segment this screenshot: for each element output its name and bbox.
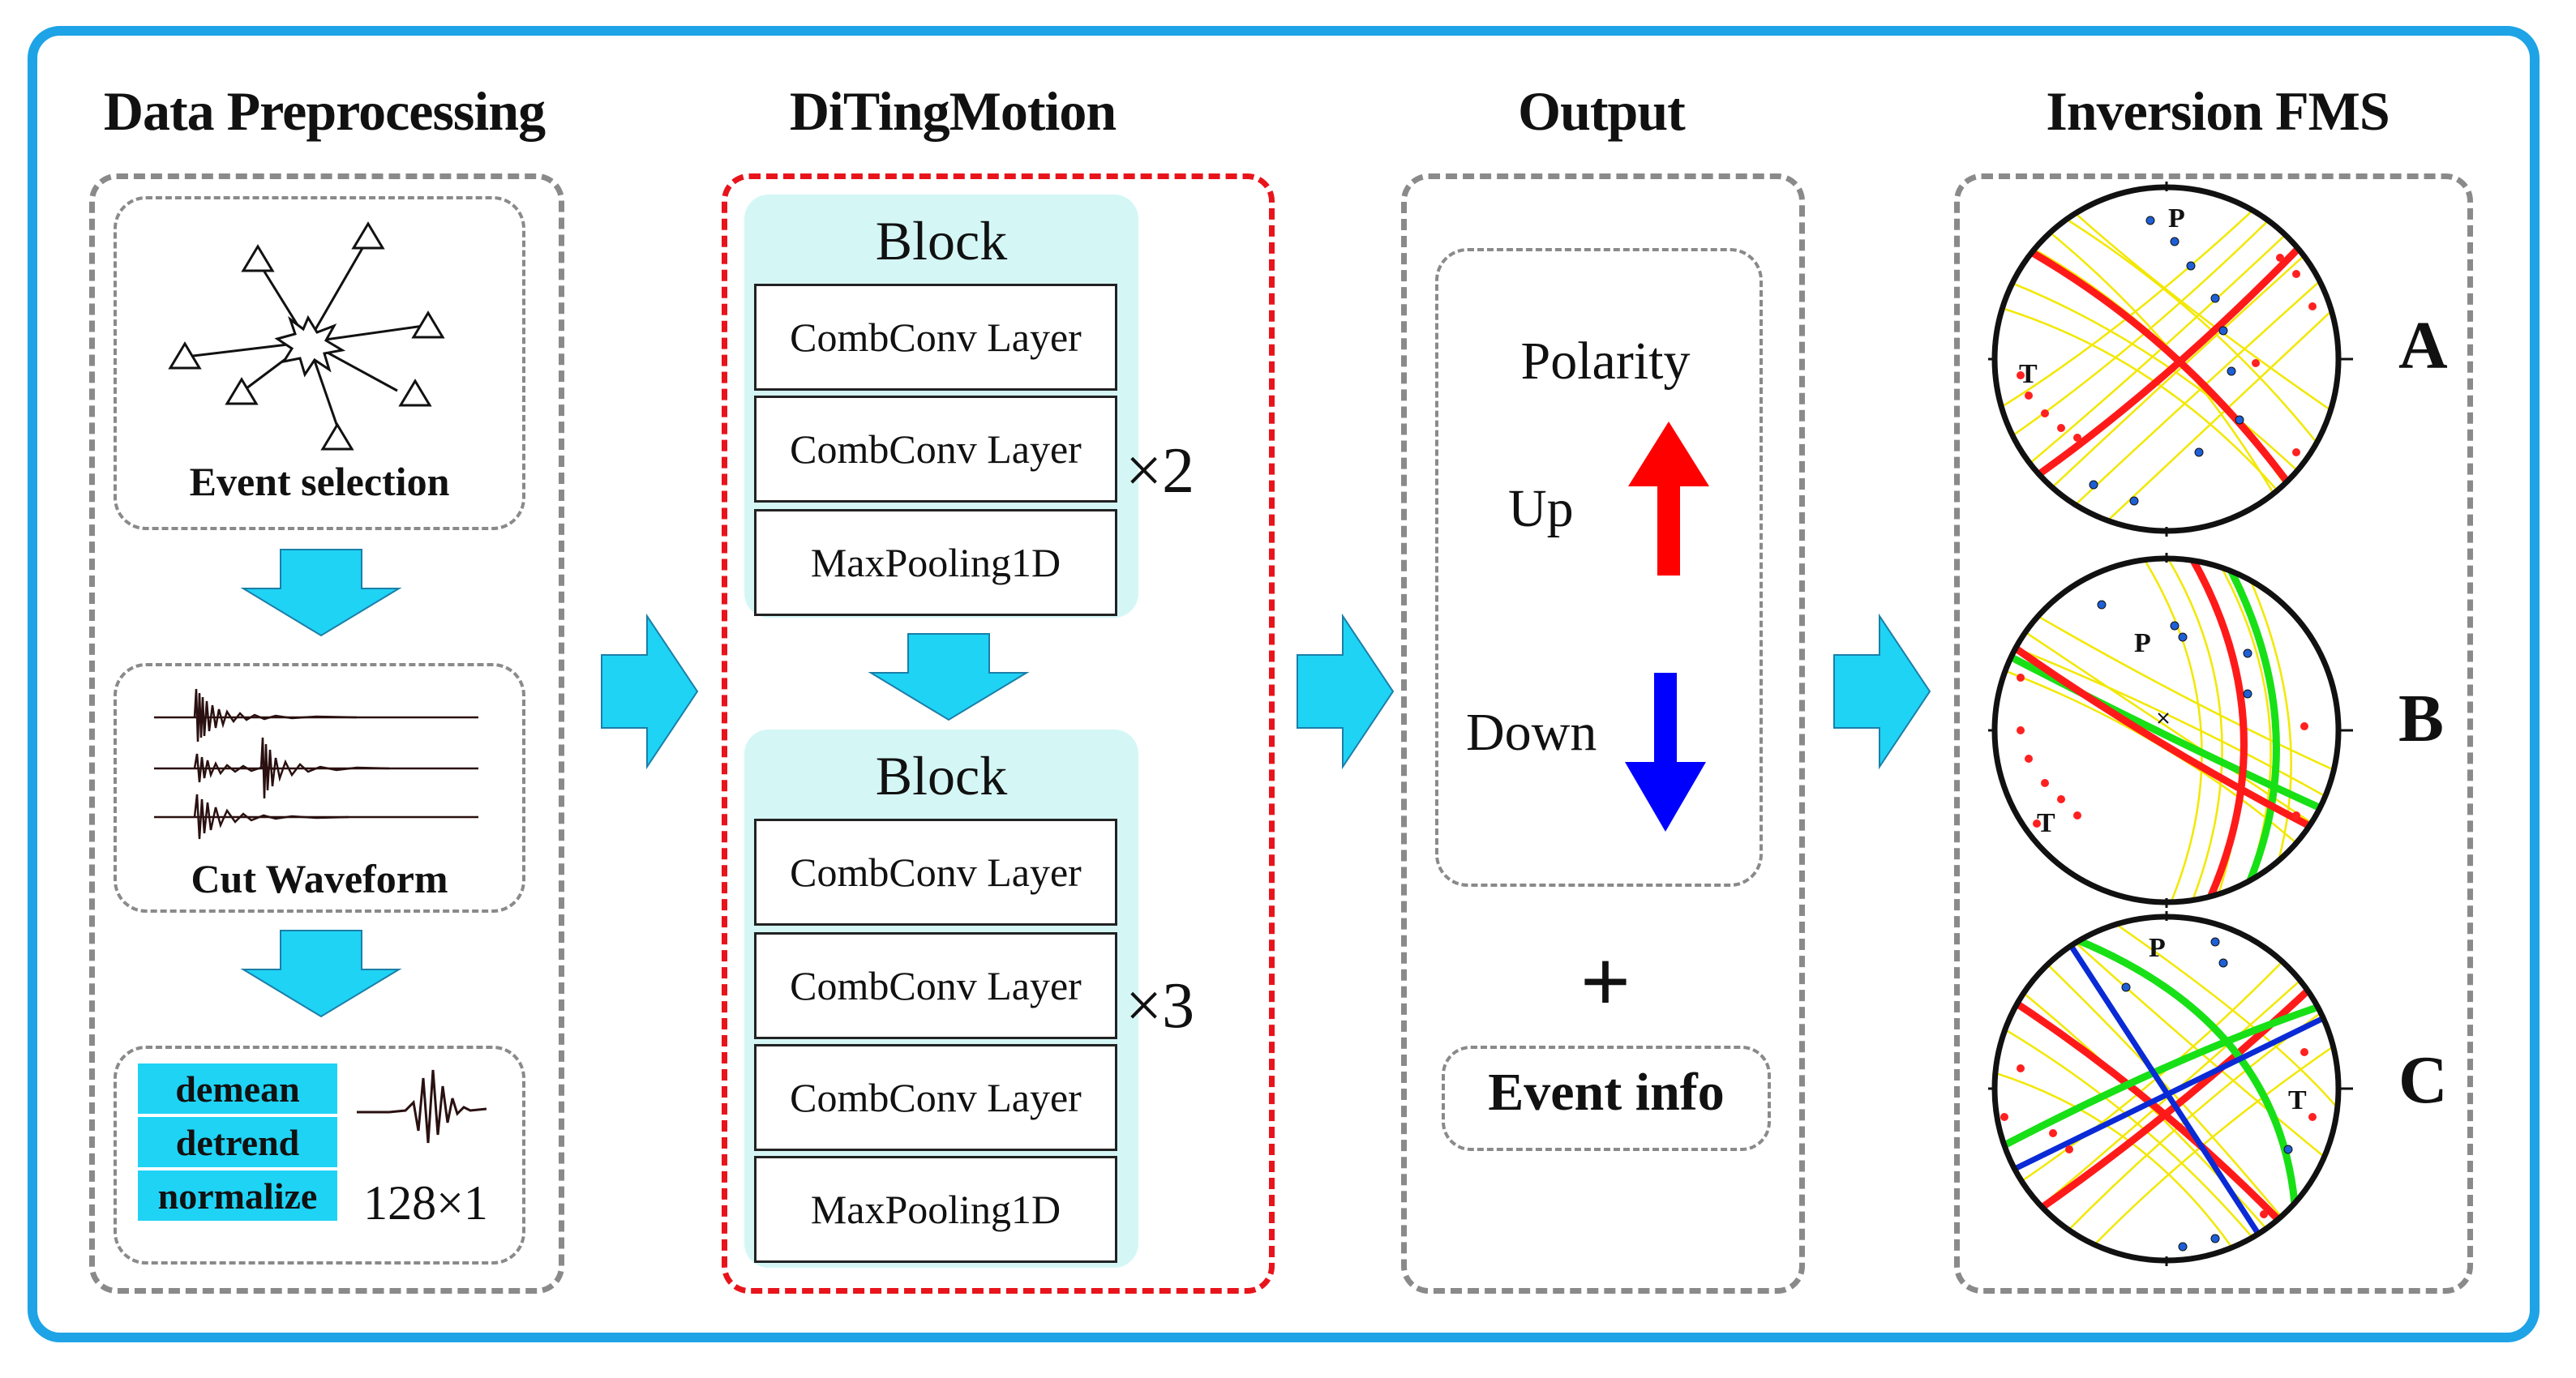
- block-2-repeat: ×3: [1125, 970, 1195, 1042]
- event-selection-box: [114, 196, 525, 530]
- normalized-waveform-icon: [357, 1069, 487, 1144]
- step-demean: demean: [138, 1063, 337, 1114]
- down-arrow-icon: [1625, 673, 1706, 832]
- cut-waveform-label: Cut Waveform: [191, 856, 448, 901]
- block-1-layer-1: CombConv Layer: [754, 284, 1117, 391]
- down-label: Down: [1466, 703, 1597, 762]
- arrow-down-icon: [868, 633, 1030, 721]
- beachball-a-label: A: [2398, 308, 2448, 383]
- beachball-c-p-label: P: [2149, 933, 2166, 963]
- beachball-b-t-label: T: [2037, 808, 2055, 838]
- beachball-c-t-label: T: [2288, 1085, 2307, 1115]
- event-info-label: Event info: [1488, 1063, 1725, 1122]
- cut-waveform-box: [114, 663, 525, 913]
- up-arrow-icon: [1628, 422, 1709, 576]
- output-panel: [1401, 173, 1805, 1294]
- block-1-repeat: ×2: [1125, 435, 1195, 507]
- block-1-layer-2: CombConv Layer: [754, 396, 1117, 503]
- step-detrend: detrend: [138, 1117, 337, 1167]
- beachball-c-label: C: [2398, 1042, 2448, 1118]
- title-model: DiTingMotion: [789, 80, 1117, 142]
- polarity-box: [1435, 248, 1763, 887]
- arrow-right-icon: [1297, 613, 1395, 770]
- block-2-layer-2: CombConv Layer: [754, 932, 1117, 1039]
- outer-frame: [28, 26, 2540, 1342]
- event-info-box: [1442, 1046, 1771, 1151]
- block-2-layer-4: MaxPooling1D: [754, 1156, 1117, 1263]
- polarity-label: Polarity: [1520, 332, 1691, 391]
- beachball-c: P T: [1988, 911, 2353, 1266]
- inversion-panel: [1954, 173, 2473, 1294]
- block-2-layer-1: CombConv Layer: [754, 819, 1117, 926]
- beachball-b: P T: [1988, 553, 2353, 908]
- beachball-a-t-label: T: [2019, 359, 2038, 389]
- normalization-box: [114, 1046, 525, 1265]
- event-selection-label: Event selection: [189, 459, 450, 504]
- block-2-layer-3: CombConv Layer: [754, 1044, 1117, 1151]
- preprocessing-panel: [89, 173, 564, 1294]
- waveform-traces: [154, 688, 478, 840]
- model-panel: [722, 173, 1275, 1294]
- beachball-a: P T: [1988, 182, 2353, 537]
- beachball-a-p-label: P: [2168, 203, 2185, 233]
- arrow-down-icon: [240, 549, 402, 637]
- beachball-b-p-label: P: [2134, 628, 2151, 658]
- block-1-layer-3: MaxPooling1D: [754, 509, 1117, 616]
- beachball-b-label: B: [2398, 681, 2445, 756]
- up-label: Up: [1508, 479, 1574, 538]
- title-preprocessing: Data Preprocessing: [103, 80, 546, 142]
- block-1-title: Block: [875, 210, 1008, 272]
- plus-sign: +: [1579, 932, 1631, 1031]
- station-network-icon: [168, 221, 445, 451]
- arrow-down-icon: [240, 930, 402, 1018]
- step-normalize: normalize: [138, 1170, 337, 1221]
- title-output: Output: [1518, 80, 1686, 142]
- input-shape-label: 128×1: [363, 1176, 488, 1230]
- arrow-right-icon: [601, 613, 699, 770]
- arrow-right-icon: [1833, 613, 1931, 770]
- block-2-title: Block: [875, 745, 1008, 807]
- title-inversion: Inversion FMS: [2046, 80, 2390, 142]
